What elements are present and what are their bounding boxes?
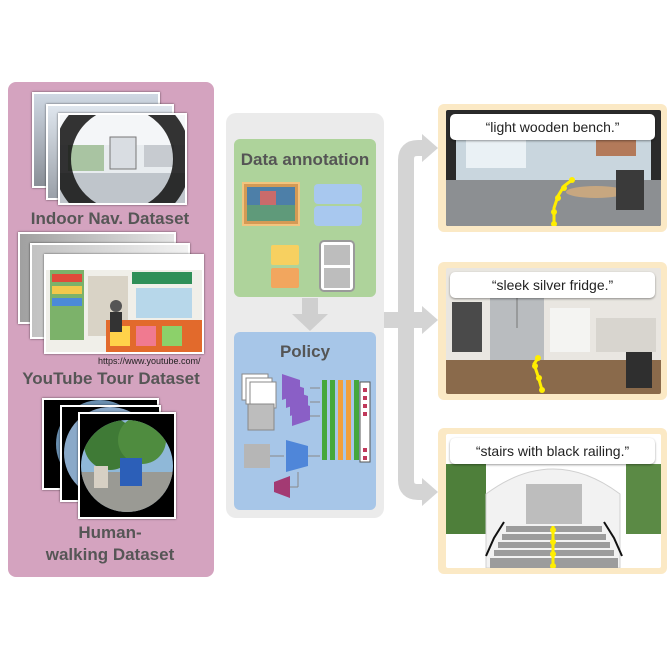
data-annotation-box: Data annotation xyxy=(234,139,376,297)
result-card-stairs: “stairs with black railing.” xyxy=(438,428,667,574)
goal-image-input xyxy=(244,444,270,468)
goal-encoder xyxy=(286,440,308,472)
transformer-layer-3 xyxy=(338,380,343,460)
language-encoder xyxy=(274,476,290,498)
policy-box: Policy xyxy=(234,332,376,510)
annotation-text-token-1 xyxy=(314,184,362,204)
youtube-photo-front xyxy=(44,254,204,354)
human-walking-photo-front xyxy=(78,412,176,519)
youtube-source-url: https://www.youtube.com/ xyxy=(98,356,201,366)
arrow-head-top xyxy=(422,134,438,162)
fan-out-arrows xyxy=(384,134,438,506)
arrow-head-middle xyxy=(422,306,438,334)
annotation-text-token-2 xyxy=(314,206,362,226)
result-card-fridge: “sleek silver fridge.” xyxy=(438,262,667,400)
indoor-nav-photo-front xyxy=(58,113,187,205)
transformer-layer-2 xyxy=(330,380,335,460)
robot xyxy=(626,352,652,388)
data-annotation-title: Data annotation xyxy=(240,150,370,169)
caption-bench: “light wooden bench.” xyxy=(450,114,655,140)
encoder-stack xyxy=(282,374,310,426)
annotation-token-yellow xyxy=(271,245,299,265)
image-stack-input xyxy=(241,373,277,431)
caption-fridge: “sleek silver fridge.” xyxy=(450,272,655,298)
indoor-nav-dataset-label: Indoor Nav. Dataset xyxy=(30,209,190,228)
annotation-icons xyxy=(242,182,362,292)
annotation-to-policy-arrow xyxy=(292,298,328,331)
black-railing xyxy=(485,521,623,557)
transformer-layer-4 xyxy=(346,380,351,460)
youtube-tour-dataset-label: YouTube Tour Dataset xyxy=(22,369,200,388)
output-tokens xyxy=(359,381,371,463)
human-walking-label-line-2: walking Dataset xyxy=(45,545,175,564)
policy-title: Policy xyxy=(279,342,331,361)
robot xyxy=(616,170,644,210)
result-card-bench: “light wooden bench.” xyxy=(438,104,667,232)
wooden-bench xyxy=(566,186,626,198)
caption-stairs: “stairs with black railing.” xyxy=(450,438,655,464)
annotation-token-orange xyxy=(271,268,299,288)
transformer-layer-1 xyxy=(322,380,327,460)
transformer-layer-5 xyxy=(354,380,359,460)
human-walking-dataset-label: Human- walking Dataset xyxy=(20,522,200,566)
arrow-head-bottom xyxy=(422,478,438,506)
human-walking-label-line-1: Human- xyxy=(78,523,142,542)
trajectory-fridge xyxy=(532,357,544,391)
policy-architecture-diagram xyxy=(241,373,371,498)
